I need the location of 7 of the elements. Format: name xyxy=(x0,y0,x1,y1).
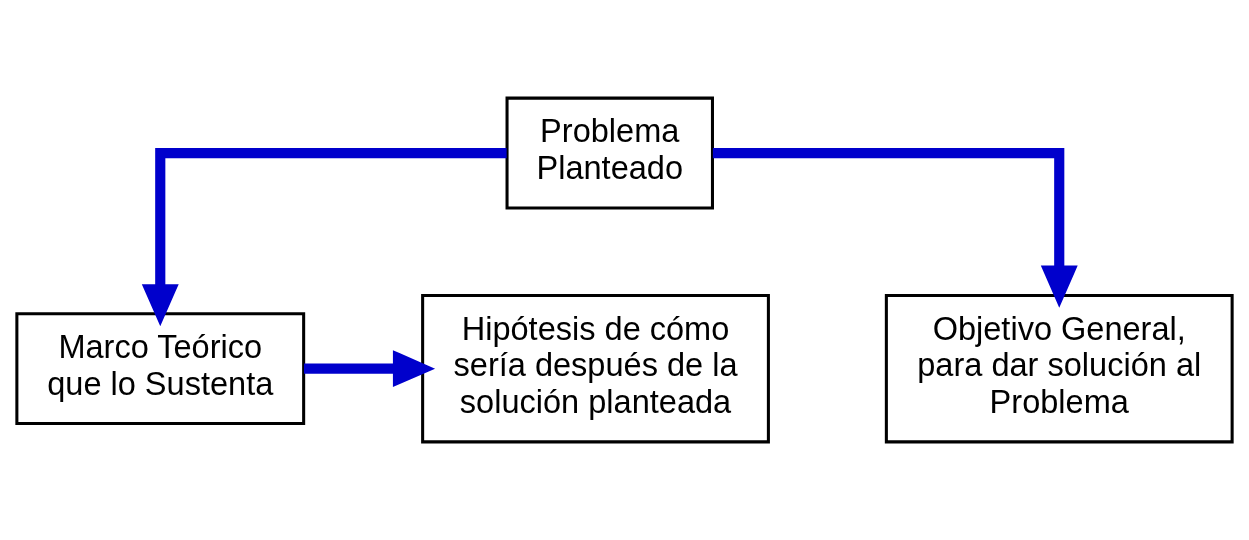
arrow xyxy=(304,350,436,388)
node-box: Problema Planteado xyxy=(505,96,714,210)
arrow xyxy=(712,147,1078,308)
node-box: Objetivo General, para dar solución al Problema xyxy=(884,293,1234,444)
arrow xyxy=(141,147,507,327)
node-box: Hipótesis de cómo sería después de la solución planteada xyxy=(421,293,770,444)
node-box: Marco Teórico que lo Sustenta xyxy=(15,312,306,426)
